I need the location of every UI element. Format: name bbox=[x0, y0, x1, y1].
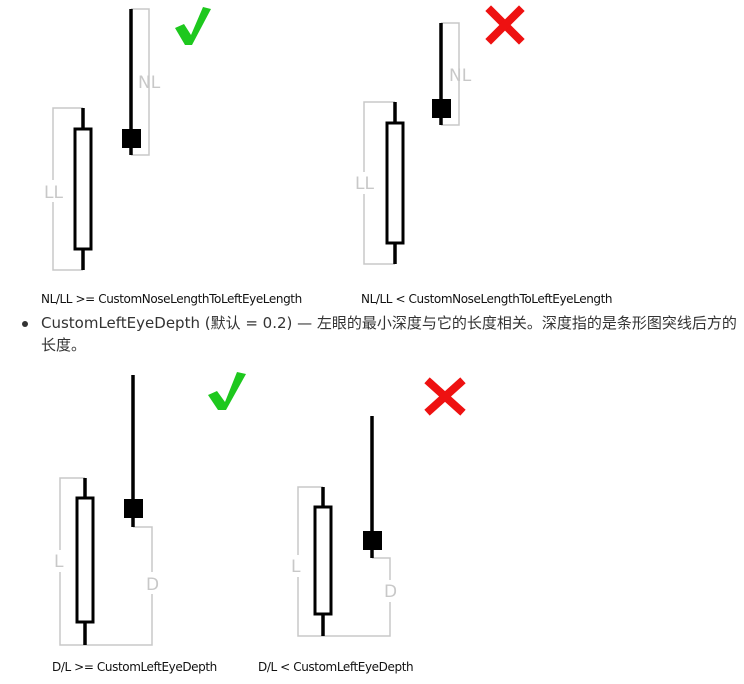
candle-body-hollow bbox=[75, 496, 95, 624]
nl-label: NL bbox=[138, 73, 161, 93]
candle-body-hollow bbox=[385, 121, 405, 245]
diagram-4: L D bbox=[291, 377, 466, 637]
d-bracket bbox=[323, 557, 391, 637]
diagram-3: L D bbox=[54, 372, 246, 646]
bullet-text: CustomLeftEyeDepth (默认 = 0.2) — 左眼的最小深度与… bbox=[41, 314, 737, 354]
check-icon bbox=[175, 7, 211, 45]
diagram-2: LL NL bbox=[355, 5, 525, 265]
d-bracket bbox=[85, 526, 153, 646]
candle-body-filled bbox=[363, 531, 382, 550]
candle-body-hollow bbox=[73, 127, 93, 251]
candle-body-filled bbox=[124, 499, 143, 518]
diagram-2-caption: NL/LL < CustomNoseLengthToLeftEyeLength bbox=[361, 292, 613, 306]
cross-icon bbox=[485, 5, 525, 45]
l-label: L bbox=[54, 552, 64, 572]
nl-bracket bbox=[441, 22, 460, 126]
diagram-4-caption: D/L < CustomLeftEyeDepth bbox=[258, 660, 414, 674]
ll-label: LL bbox=[44, 183, 63, 203]
candle-body-filled bbox=[122, 129, 141, 148]
check-icon bbox=[208, 372, 246, 410]
ll-label: LL bbox=[355, 174, 374, 194]
d-label: D bbox=[384, 582, 397, 602]
candle-body-hollow bbox=[313, 505, 333, 616]
nl-bracket bbox=[131, 8, 150, 156]
diagram-1-caption: NL/LL >= CustomNoseLengthToLeftEyeLength bbox=[41, 292, 302, 306]
diagram-1: LL NL bbox=[44, 7, 211, 271]
bullet-item: CustomLeftEyeDepth (默认 = 0.2) — 左眼的最小深度与… bbox=[22, 312, 738, 356]
l-label: L bbox=[291, 557, 301, 577]
nl-label: NL bbox=[449, 66, 472, 86]
d-label: D bbox=[146, 575, 159, 595]
cross-icon bbox=[424, 377, 466, 416]
diagram-3-caption: D/L >= CustomLeftEyeDepth bbox=[52, 660, 217, 674]
candle-body-filled bbox=[432, 99, 451, 118]
bullet-dot bbox=[22, 321, 28, 327]
